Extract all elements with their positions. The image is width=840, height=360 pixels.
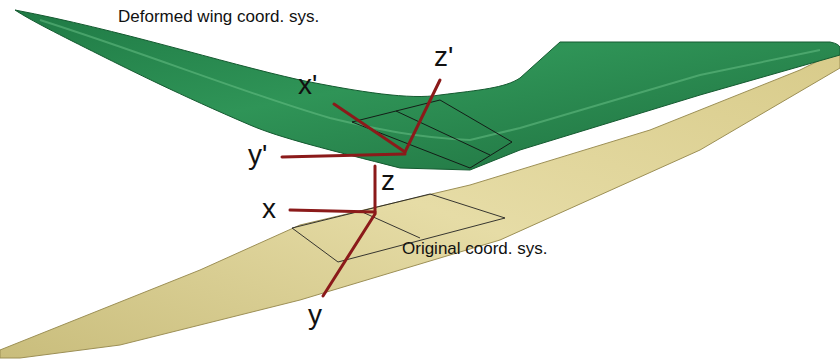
- figure-note: Deformed wing coord. sys.: [118, 8, 319, 27]
- z-prime-axis: [405, 80, 440, 152]
- deformed-wing-highlight: [40, 20, 820, 140]
- z-axis: [374, 166, 377, 213]
- axis-label: x: [262, 194, 276, 225]
- axis-label: x': [298, 70, 317, 101]
- coordinate-axes: [282, 80, 440, 296]
- x-prime-axis: [334, 104, 405, 152]
- axis-label: y': [248, 140, 267, 171]
- axis-label: y: [308, 300, 322, 331]
- figure-note: Original coord. sys.: [402, 240, 548, 259]
- y-prime-axis: [282, 154, 405, 157]
- y-axis: [323, 214, 375, 296]
- x-axis: [290, 210, 375, 212]
- axis-label: z': [434, 42, 453, 73]
- deformed-wing: [15, 10, 840, 170]
- axis-label: z: [381, 166, 395, 197]
